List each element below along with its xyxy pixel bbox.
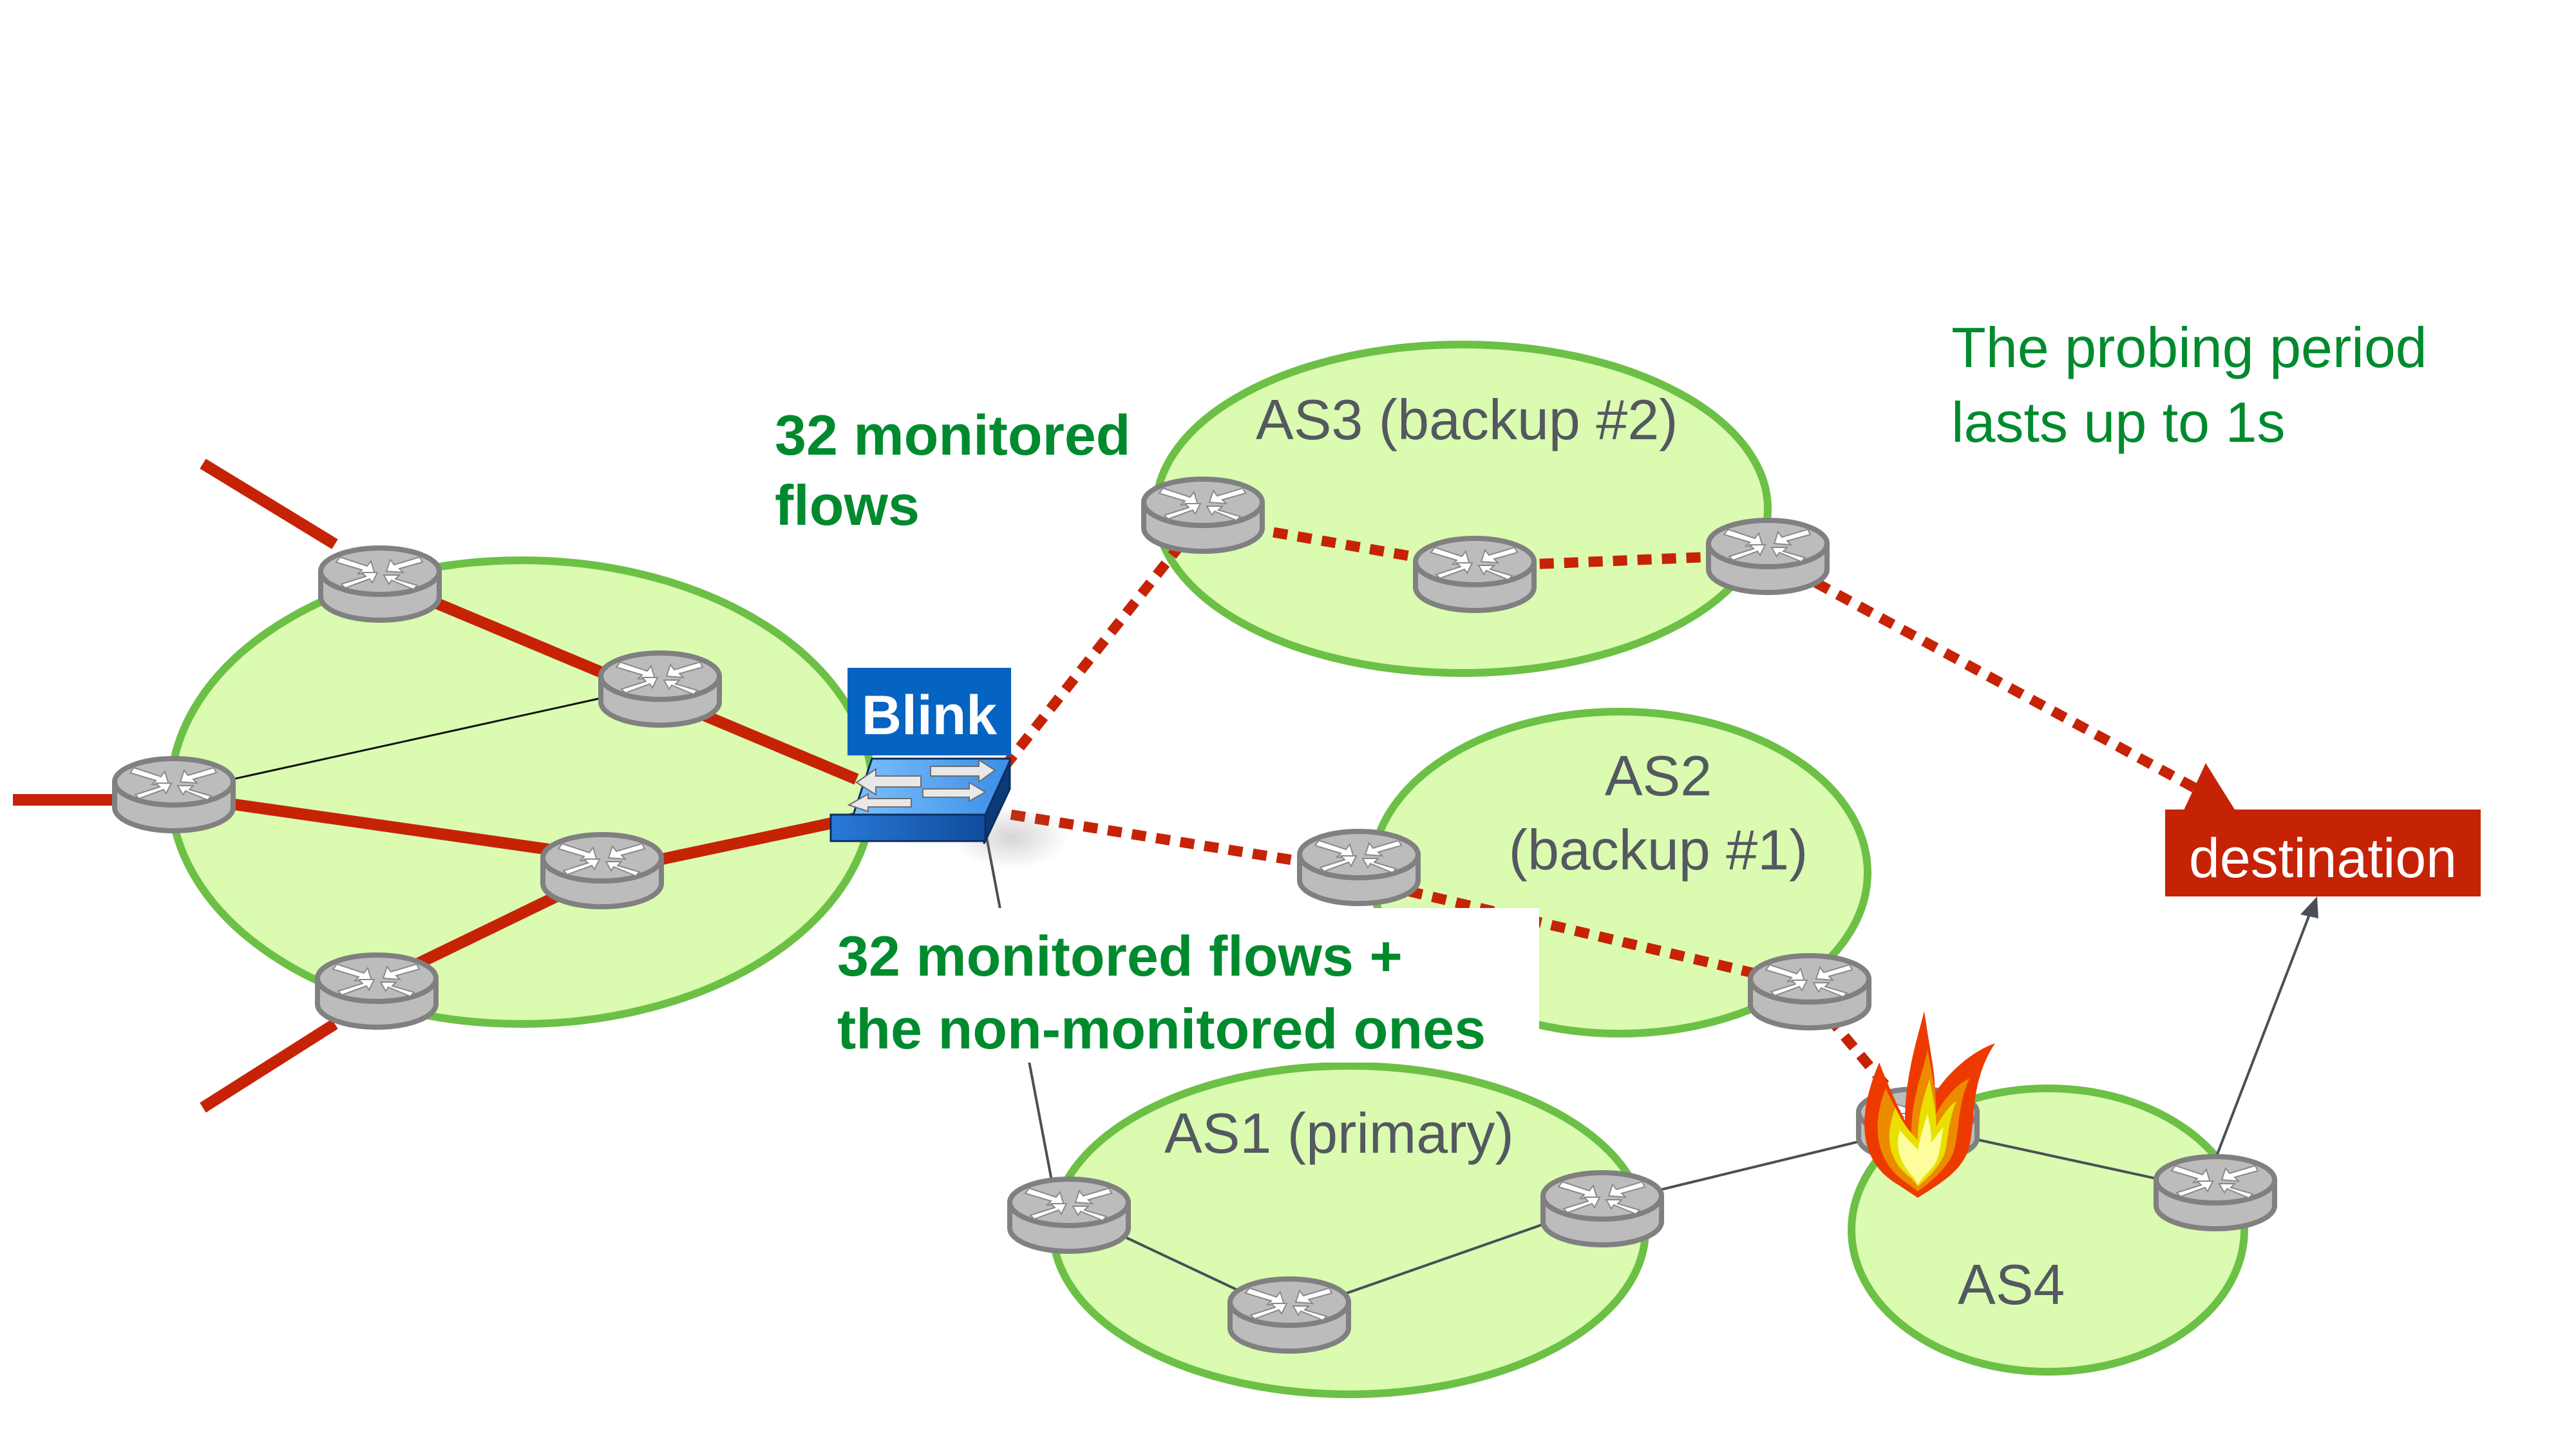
router-icon xyxy=(1230,1279,1349,1351)
router-icon xyxy=(1750,956,1869,1028)
as2-label-line1: AS2 xyxy=(1605,744,1712,808)
bottom-flows-annotation-line1: 32 monitored flows + xyxy=(837,924,1403,988)
router-icon xyxy=(1300,831,1418,904)
router-icon xyxy=(1144,479,1262,551)
router-icon xyxy=(543,835,661,907)
router-icon xyxy=(2156,1157,2275,1229)
destination-label: destination xyxy=(2189,828,2457,889)
router-icon xyxy=(1416,538,1534,611)
switch-icon xyxy=(829,757,1011,844)
blink-label: Blink xyxy=(862,685,997,746)
internal-link xyxy=(173,685,658,793)
as3-label: AS3 (backup #2) xyxy=(1256,388,1678,451)
router-icon xyxy=(321,548,439,620)
destination-arrowhead-icon xyxy=(2183,763,2238,815)
as2-label-line2: (backup #1) xyxy=(1509,818,1808,882)
destination-box xyxy=(2165,810,2481,896)
router-icon xyxy=(601,653,719,725)
router-icon xyxy=(1709,520,1827,592)
bottom-flows-annotation-box xyxy=(831,908,1539,1063)
router-icon xyxy=(1010,1179,1128,1251)
bottom-flows-annotation-line2: the non-monitored ones xyxy=(837,997,1486,1061)
top-flows-annotation-line1: 32 monitored xyxy=(775,403,1131,467)
arrowhead-icon xyxy=(2300,896,2318,918)
as4-label: AS4 xyxy=(1958,1253,2065,1316)
router-icon xyxy=(1543,1173,1662,1245)
source-network-ellipse xyxy=(167,556,876,1028)
router-icon xyxy=(115,759,233,831)
destination-node[interactable]: destination xyxy=(2165,810,2481,896)
blink-switch[interactable]: Blink xyxy=(829,668,1069,869)
blink-label-box xyxy=(848,668,1011,755)
as1-label: AS1 (primary) xyxy=(1164,1101,1514,1165)
top-flows-annotation-line2: flows xyxy=(775,473,920,537)
probing-annotation-line2: lasts up to 1s xyxy=(1951,390,2286,454)
fire-icon xyxy=(1864,1011,1995,1198)
as4-to-destination-link xyxy=(2214,907,2313,1160)
router-icon xyxy=(317,955,436,1027)
probing-annotation-line1: The probing period xyxy=(1951,316,2427,379)
